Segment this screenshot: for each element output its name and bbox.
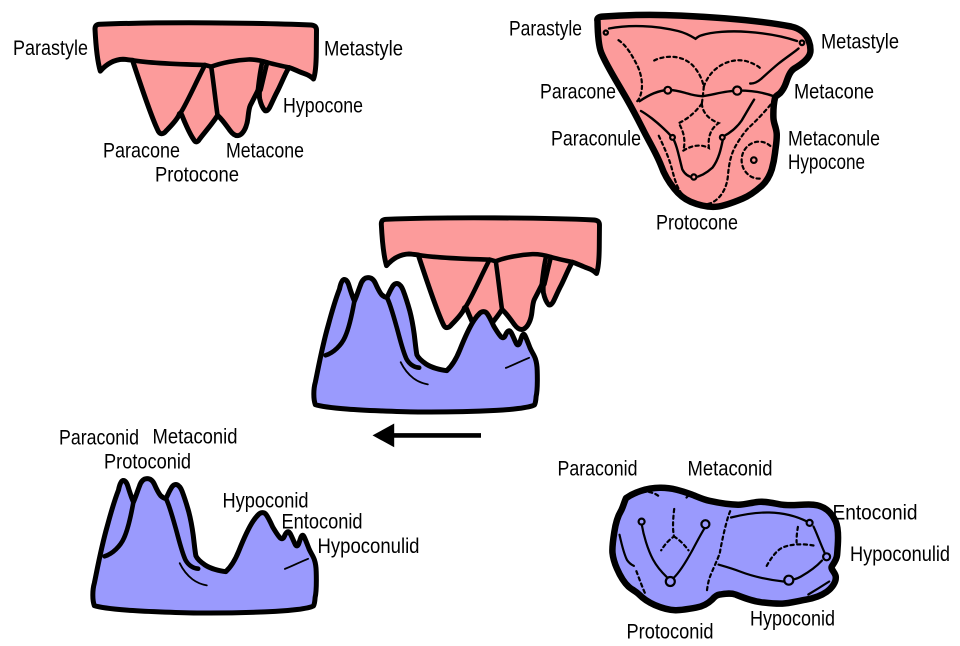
svg-text:Paracone: Paracone xyxy=(103,140,180,163)
svg-text:Metastyle: Metastyle xyxy=(821,31,899,54)
svg-text:Metaconid: Metaconid xyxy=(153,426,238,449)
svg-text:Parastyle: Parastyle xyxy=(509,18,582,41)
svg-text:Metaconid: Metaconid xyxy=(688,458,773,481)
svg-text:Metaconule: Metaconule xyxy=(788,128,880,151)
svg-text:Hypoconid: Hypoconid xyxy=(750,608,835,631)
svg-text:Hypocone: Hypocone xyxy=(283,95,363,118)
svg-text:Parastyle: Parastyle xyxy=(13,37,88,60)
svg-text:Metacone: Metacone xyxy=(794,81,874,104)
svg-text:Hypocone: Hypocone xyxy=(788,151,865,174)
svg-text:Metastyle: Metastyle xyxy=(324,38,403,61)
svg-text:Hypoconulid: Hypoconulid xyxy=(318,535,420,558)
svg-text:Metacone: Metacone xyxy=(226,140,304,163)
svg-text:Protoconid: Protoconid xyxy=(627,621,714,644)
svg-text:Paraconid: Paraconid xyxy=(59,427,139,450)
svg-text:Protoconid: Protoconid xyxy=(104,451,191,474)
svg-text:Hypoconid: Hypoconid xyxy=(223,490,309,513)
svg-text:Paraconule: Paraconule xyxy=(551,128,641,151)
svg-text:Protocone: Protocone xyxy=(656,212,738,235)
svg-text:Paraconid: Paraconid xyxy=(558,458,638,481)
svg-text:Entoconid: Entoconid xyxy=(833,502,918,525)
svg-text:Paracone: Paracone xyxy=(540,81,616,104)
svg-text:Hypoconulid: Hypoconulid xyxy=(850,543,950,566)
svg-text:Entoconid: Entoconid xyxy=(282,511,363,534)
svg-text:Protocone: Protocone xyxy=(155,164,239,187)
